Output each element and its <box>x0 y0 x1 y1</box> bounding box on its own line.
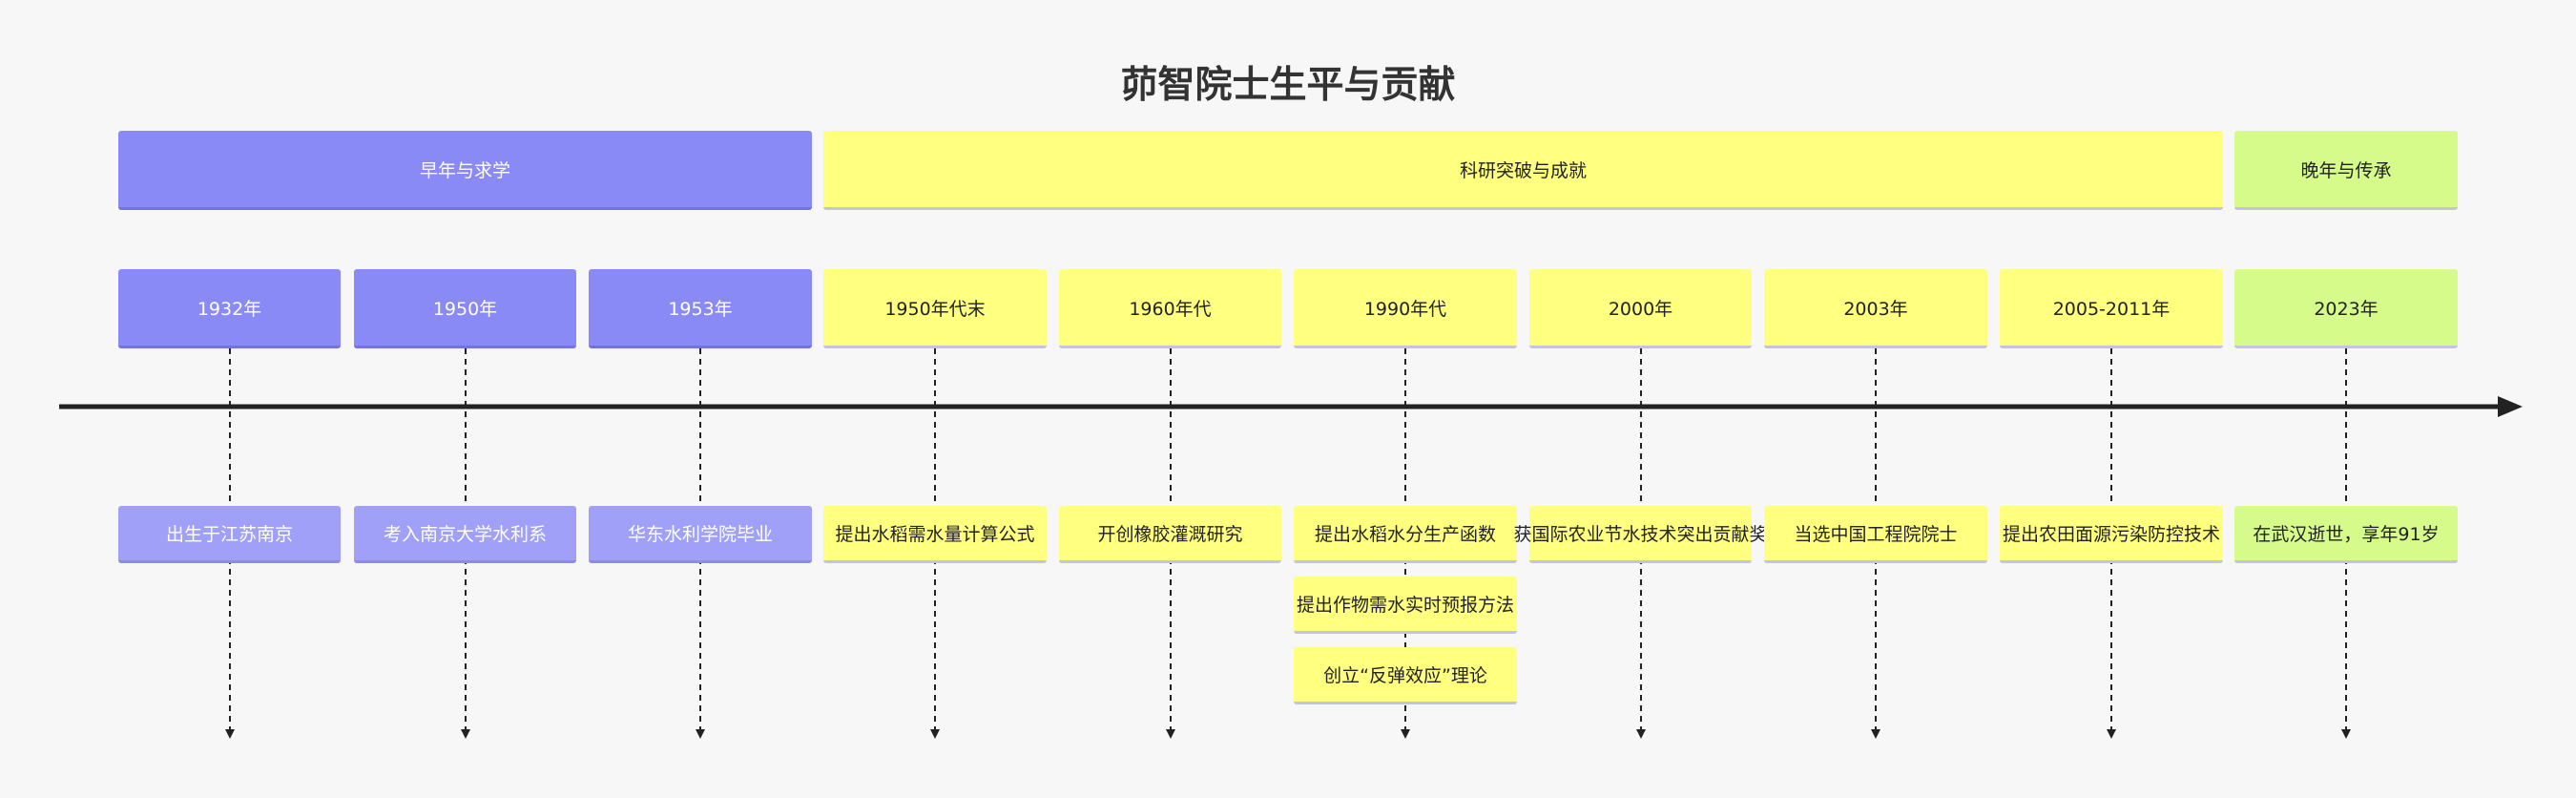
year-box-2023: 2023年 <box>2234 269 2458 348</box>
year-box-1960s: 1960年代 <box>1059 269 1281 348</box>
year-box-2000: 2000年 <box>1529 269 1752 348</box>
year-box-1990s: 1990年代 <box>1294 269 1517 348</box>
event-box-academician: 当选中国工程院院士 <box>1764 506 1987 563</box>
year-box-2003: 2003年 <box>1764 269 1987 348</box>
year-box-1950: 1950年 <box>354 269 576 348</box>
event-box-graduation: 华东水利学院毕业 <box>589 506 812 563</box>
section-late-years: 晚年与传承 <box>2234 131 2458 210</box>
section-early-years: 早年与求学 <box>118 131 812 210</box>
year-box-2005-2011: 2005-2011年 <box>2000 269 2223 348</box>
event-box-passing: 在武汉逝世，享年91岁 <box>2234 506 2458 563</box>
page-title: 茆智院士生平与贡献 <box>1120 64 1456 107</box>
event-box-production-function: 提出水稻水分生产函数 <box>1294 506 1517 563</box>
section-research: 科研突破与成就 <box>823 131 2223 210</box>
event-box-forecast-method: 提出作物需水实时预报方法 <box>1294 577 1517 634</box>
event-box-award: 获国际农业节水技术突出贡献奖 <box>1514 506 1768 563</box>
event-box-pollution-control: 提出农田面源污染防控技术 <box>2000 506 2223 563</box>
event-box-birth: 出生于江苏南京 <box>118 506 341 563</box>
event-box-rebound-effect: 创立“反弹效应”理论 <box>1294 647 1517 704</box>
event-box-water-formula: 提出水稻需水量计算公式 <box>823 506 1047 563</box>
event-box-rubber-irrigation: 开创橡胶灌溉研究 <box>1059 506 1281 563</box>
event-box-university: 考入南京大学水利系 <box>354 506 576 563</box>
year-box-1953: 1953年 <box>589 269 812 348</box>
year-box-1932: 1932年 <box>118 269 341 348</box>
timeline-arrowhead <box>2498 396 2523 417</box>
year-box-1950s: 1950年代末 <box>823 269 1047 348</box>
